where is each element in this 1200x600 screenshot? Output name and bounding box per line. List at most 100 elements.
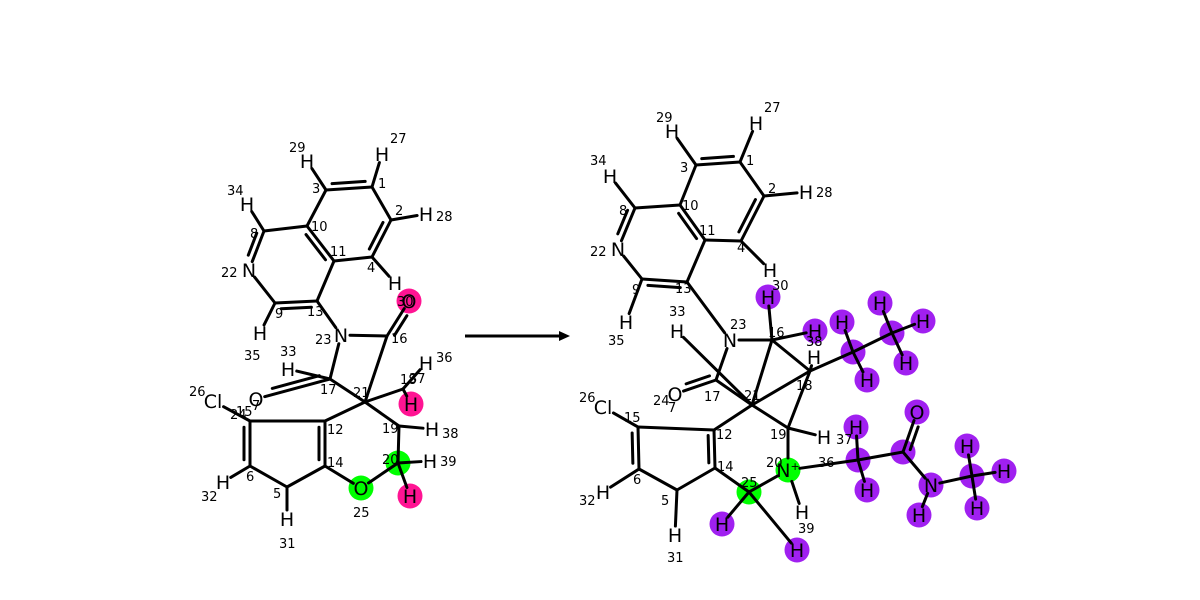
atom-symbol-p29: H — [665, 121, 679, 143]
atom-symbol-p23: N — [723, 330, 737, 352]
bond-p11-p13 — [685, 238, 707, 284]
highlight-pM1b — [854, 367, 880, 393]
atom-index-r4: 4 — [367, 261, 375, 276]
atom-index-r15: 15 — [236, 405, 253, 420]
atom-symbol-p4h: H — [763, 260, 777, 282]
bond-p20-pC36 — [798, 458, 860, 470]
bond-r1-r27 — [370, 161, 381, 189]
bond-p3-p29 — [675, 136, 698, 167]
atom-index-r22: 22 — [221, 266, 238, 281]
atom-symbol-r26: Cl — [204, 391, 223, 413]
bond-r18-r37 — [401, 387, 409, 398]
highlight-pMea — [954, 433, 980, 459]
atom-index-pC36a: 37 — [836, 433, 853, 448]
bond-p10-p8 — [633, 203, 682, 210]
bond-r2-r4 — [370, 218, 393, 259]
highlight-pM2b — [910, 308, 936, 334]
atom-index-p33: 33 — [669, 305, 686, 320]
atom-symbol-pM2a: H — [873, 293, 887, 315]
bond-p21-p19 — [750, 403, 790, 430]
atom-index-r8: 8 — [250, 227, 258, 242]
atom-index-p4: 4 — [737, 241, 745, 256]
bond-pMe-pMec — [970, 474, 978, 501]
bond-p22-p9 — [622, 254, 644, 281]
highlight-p30 — [755, 284, 781, 310]
bond-pM1-pM1b — [851, 350, 865, 374]
atom-index-r26: 26 — [189, 385, 206, 400]
atom-index-p10: 10 — [682, 199, 699, 214]
atom-index-p20h: 39 — [798, 522, 815, 537]
bond-p6-p5 — [637, 467, 679, 492]
atom-index-p16: 16 — [768, 326, 785, 341]
atom-symbol-pM2b: H — [916, 311, 930, 333]
atom-index-r25: 25 — [353, 506, 370, 521]
bond-r2-r4-b — [367, 220, 385, 251]
reaction-arrow — [465, 331, 570, 341]
atom-index-p22: 22 — [590, 245, 607, 260]
bond-r21-r19 — [363, 400, 401, 428]
bond-p18-pM1 — [808, 350, 855, 373]
atom-index-p32: 32 — [579, 494, 596, 509]
atom-index-p25: 25 — [741, 476, 758, 491]
atom-symbol-p33: H — [670, 321, 684, 343]
atom-symbol-pNa: N — [924, 475, 938, 497]
atom-symbol-pMeb: H — [997, 461, 1011, 483]
atom-symbol-pM1b: H — [860, 370, 874, 392]
atom-symbol-r38: H — [425, 419, 439, 441]
atom-index-p13: 13 — [675, 282, 692, 297]
atom-index-p11: 11 — [699, 224, 716, 239]
atom-index-r31: 31 — [279, 537, 296, 552]
atom-index-pC36: 36 — [818, 456, 835, 471]
bond-p19-p19h — [786, 426, 817, 437]
atom-index-p18h: 38 — [806, 335, 823, 350]
highlight-pM1a — [829, 309, 855, 335]
bond-r17-r33 — [295, 369, 332, 381]
atom-symbol-r32: H — [216, 472, 230, 494]
atom-index-p31: 31 — [667, 551, 684, 566]
atom-symbol-p27: H — [749, 113, 763, 135]
atom-symbol-r30: O — [402, 291, 417, 313]
bond-p16-p16h — [770, 331, 808, 342]
bond-r3-r29 — [310, 167, 328, 192]
atom-index-r3: 3 — [312, 182, 320, 197]
bond-r1-r3-b — [330, 179, 367, 186]
atom-symbol-pM2c: H — [899, 353, 913, 375]
atom-index-r16: 16 — [391, 332, 408, 347]
bond-p9-p35 — [627, 277, 644, 316]
atom-index-p27: 27 — [764, 101, 781, 116]
bond-p15-p6-b — [630, 431, 635, 465]
atom-symbol-r34: H — [240, 194, 254, 216]
atom-index-r9: 9 — [275, 307, 283, 322]
bond-p1-p3 — [694, 160, 742, 167]
atom-symbol-pM1a: H — [835, 312, 849, 334]
atom-index-r38: 38 — [442, 427, 459, 442]
atom-index-p29: 29 — [656, 111, 673, 126]
atom-index-p18: 18 — [796, 379, 813, 394]
bond-p10-p11 — [678, 203, 707, 242]
bond-r8-r22 — [250, 229, 266, 264]
atom-index-p28: 28 — [816, 186, 833, 201]
atom-index-r36: 36 — [436, 351, 453, 366]
bond-p3-p10 — [678, 163, 698, 207]
bond-p17-p24 — [682, 378, 718, 393]
atom-index-p20: 20 — [766, 456, 783, 471]
bond-p20-p20h — [790, 479, 801, 505]
atom-symbol-p28: H — [799, 182, 813, 204]
bond-p5-p14 — [675, 466, 717, 492]
bond-p21-p12 — [712, 403, 754, 432]
atom-index-p21: 21 — [744, 389, 761, 404]
bond-p8-p22 — [619, 206, 637, 243]
bond-r23-r16 — [348, 333, 389, 338]
atom-symbol-r7: O — [249, 389, 264, 411]
bond-r9-r13-b — [279, 305, 313, 311]
bond-p9-p13 — [640, 277, 689, 284]
bond-r19-r20 — [396, 424, 401, 465]
bond-r5-r14 — [285, 464, 327, 489]
atom-symbol-p19h: H — [817, 427, 831, 449]
atom-symbol-pC36b: H — [860, 480, 874, 502]
atom-index-p2: 2 — [768, 182, 776, 197]
atom-index-r18: 18 — [400, 373, 417, 388]
atom-index-p23: 23 — [730, 318, 747, 333]
atom-symbol-r23: N — [334, 325, 348, 347]
bond-r2-r28 — [389, 214, 419, 222]
